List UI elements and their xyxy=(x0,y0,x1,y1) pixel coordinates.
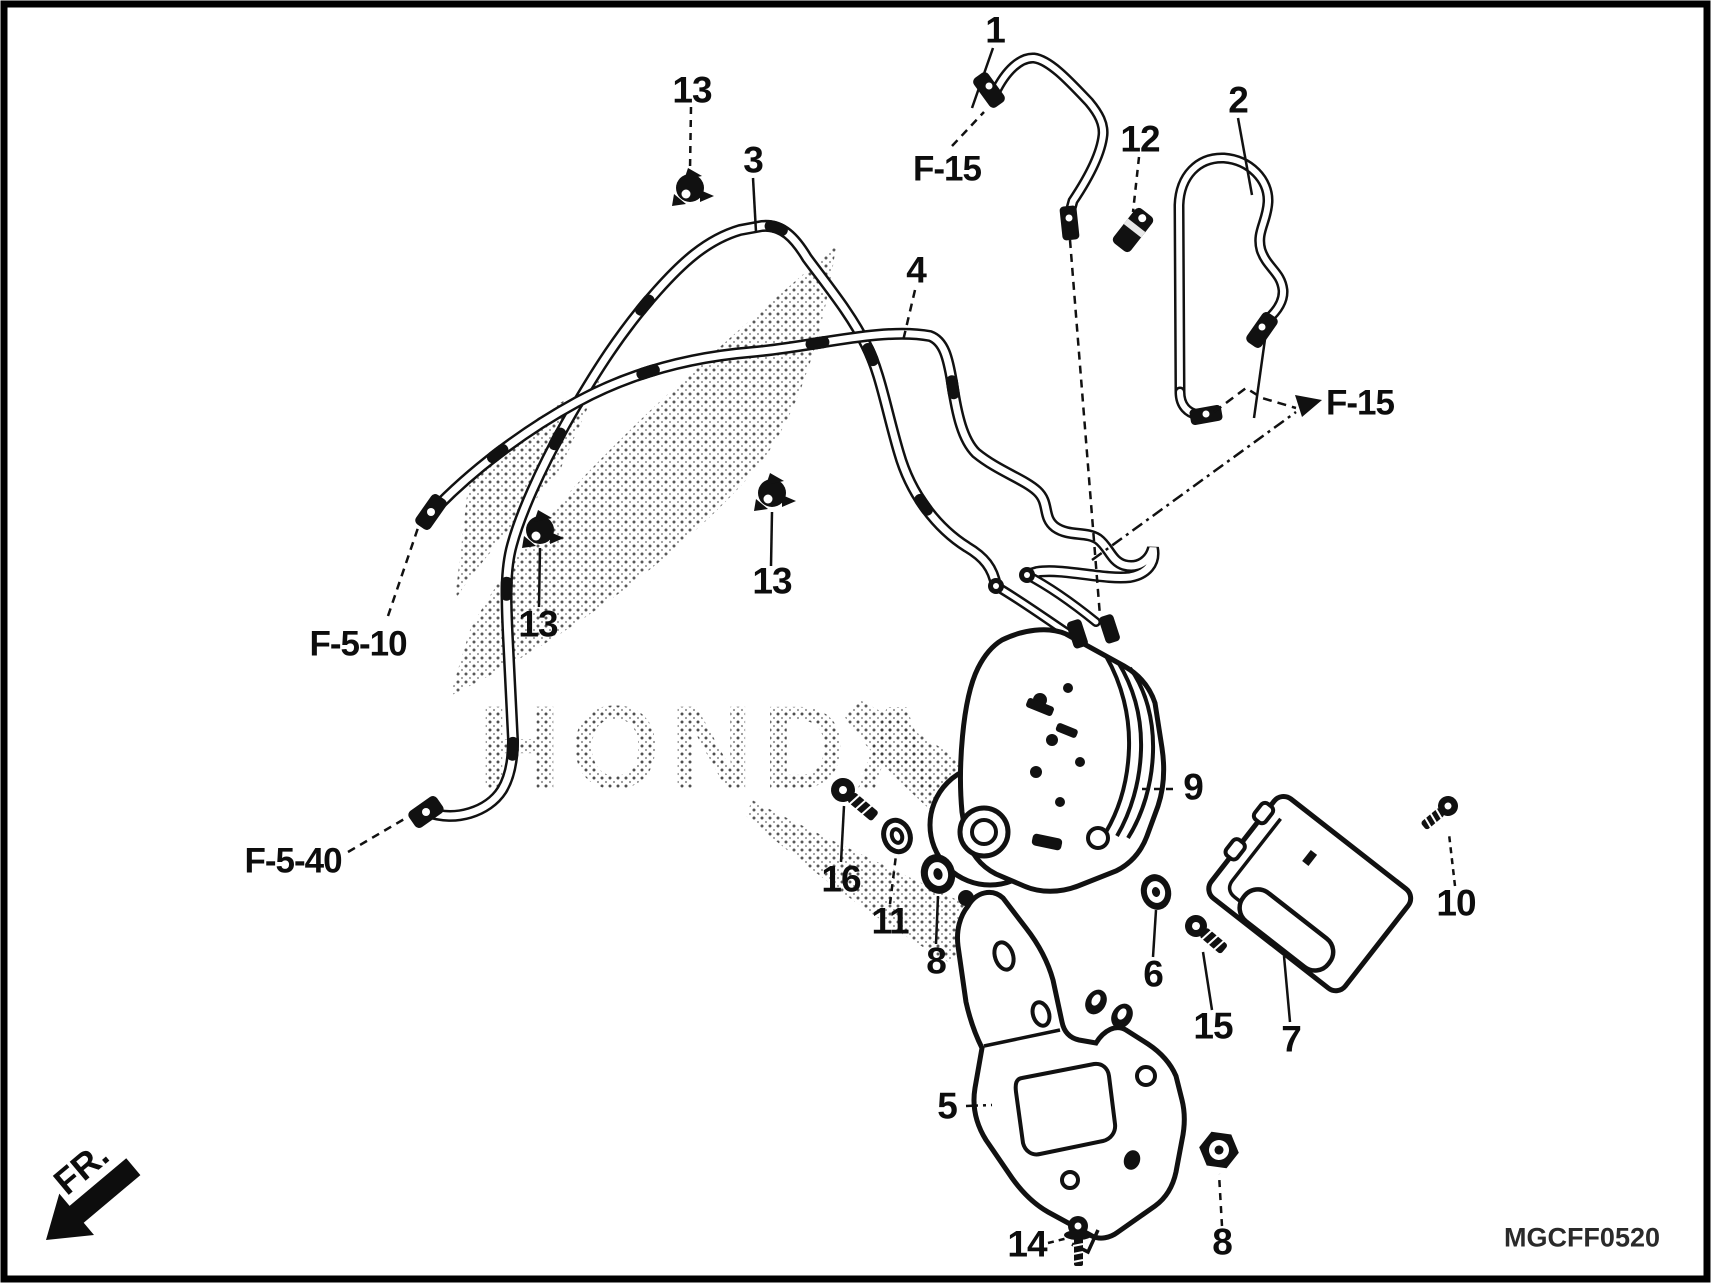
part-callout-5: 5 xyxy=(937,1085,958,1127)
modulator-bracket xyxy=(955,889,1187,1255)
washer-11 xyxy=(881,817,913,855)
ref-label-f15-right: F-15 xyxy=(1326,383,1395,423)
pipe-clamp-13-top xyxy=(672,168,714,206)
part-callout-7: 7 xyxy=(1281,1018,1302,1060)
part-callout-13-mid: 13 xyxy=(752,560,792,602)
ref-label-f5-10: F-5-10 xyxy=(309,624,407,664)
part-callout-14: 14 xyxy=(1007,1223,1047,1265)
part-callout-1: 1 xyxy=(985,9,1006,51)
brake-pipe-4 xyxy=(426,327,1160,584)
abs-modulator xyxy=(927,614,1167,894)
part-callout-3: 3 xyxy=(743,139,764,181)
flange-bolt-16 xyxy=(831,778,878,821)
diagram-code: MGCFF0520 xyxy=(1503,1222,1660,1253)
part-callout-10: 10 xyxy=(1436,882,1476,924)
part-callout-9: 9 xyxy=(1183,766,1204,808)
pipe-clamp-13-left xyxy=(522,510,564,548)
pipe-joint-12 xyxy=(1112,207,1154,253)
pipe-end-fittings-left xyxy=(408,494,447,828)
part-callout-2: 2 xyxy=(1228,79,1249,121)
part-callout-13-top: 13 xyxy=(672,69,712,111)
pipe-clamp-13-mid xyxy=(754,473,796,511)
grommet-8-left xyxy=(920,854,956,894)
part-callout-13-left: 13 xyxy=(518,603,558,645)
part-callout-15: 15 xyxy=(1193,1005,1233,1047)
honda-watermark-text: HONDA xyxy=(478,682,948,814)
part-callout-8-bottom: 8 xyxy=(1212,1221,1233,1263)
brake-hose-1 xyxy=(973,52,1109,241)
flange-bolt-10 xyxy=(1421,796,1458,830)
callout-leader-lines xyxy=(347,47,1457,1245)
part-callout-12: 12 xyxy=(1120,118,1160,160)
ref-label-f5-40: F-5-40 xyxy=(244,841,342,881)
bolt-14 xyxy=(1064,1216,1092,1266)
grommet-6 xyxy=(1140,874,1172,910)
part-callout-11: 11 xyxy=(871,900,909,942)
part-callout-4: 4 xyxy=(906,249,927,291)
part-callout-6: 6 xyxy=(1143,953,1164,995)
flange-bolt-15 xyxy=(1185,915,1227,954)
front-direction-arrow: FR. xyxy=(46,1134,141,1240)
part-callout-8-left: 8 xyxy=(926,940,947,982)
f15-right-arrowhead xyxy=(1295,395,1322,417)
modulator-inlet-pipes xyxy=(988,567,1101,637)
mount-plate xyxy=(1206,793,1414,994)
brake-hose-2 xyxy=(1173,152,1289,426)
ref-label-f15-top: F-15 xyxy=(913,149,982,189)
flange-nut-8-bottom xyxy=(1199,1131,1239,1169)
brake-pipe-3 xyxy=(422,219,1002,822)
part-callout-16: 16 xyxy=(821,858,861,900)
